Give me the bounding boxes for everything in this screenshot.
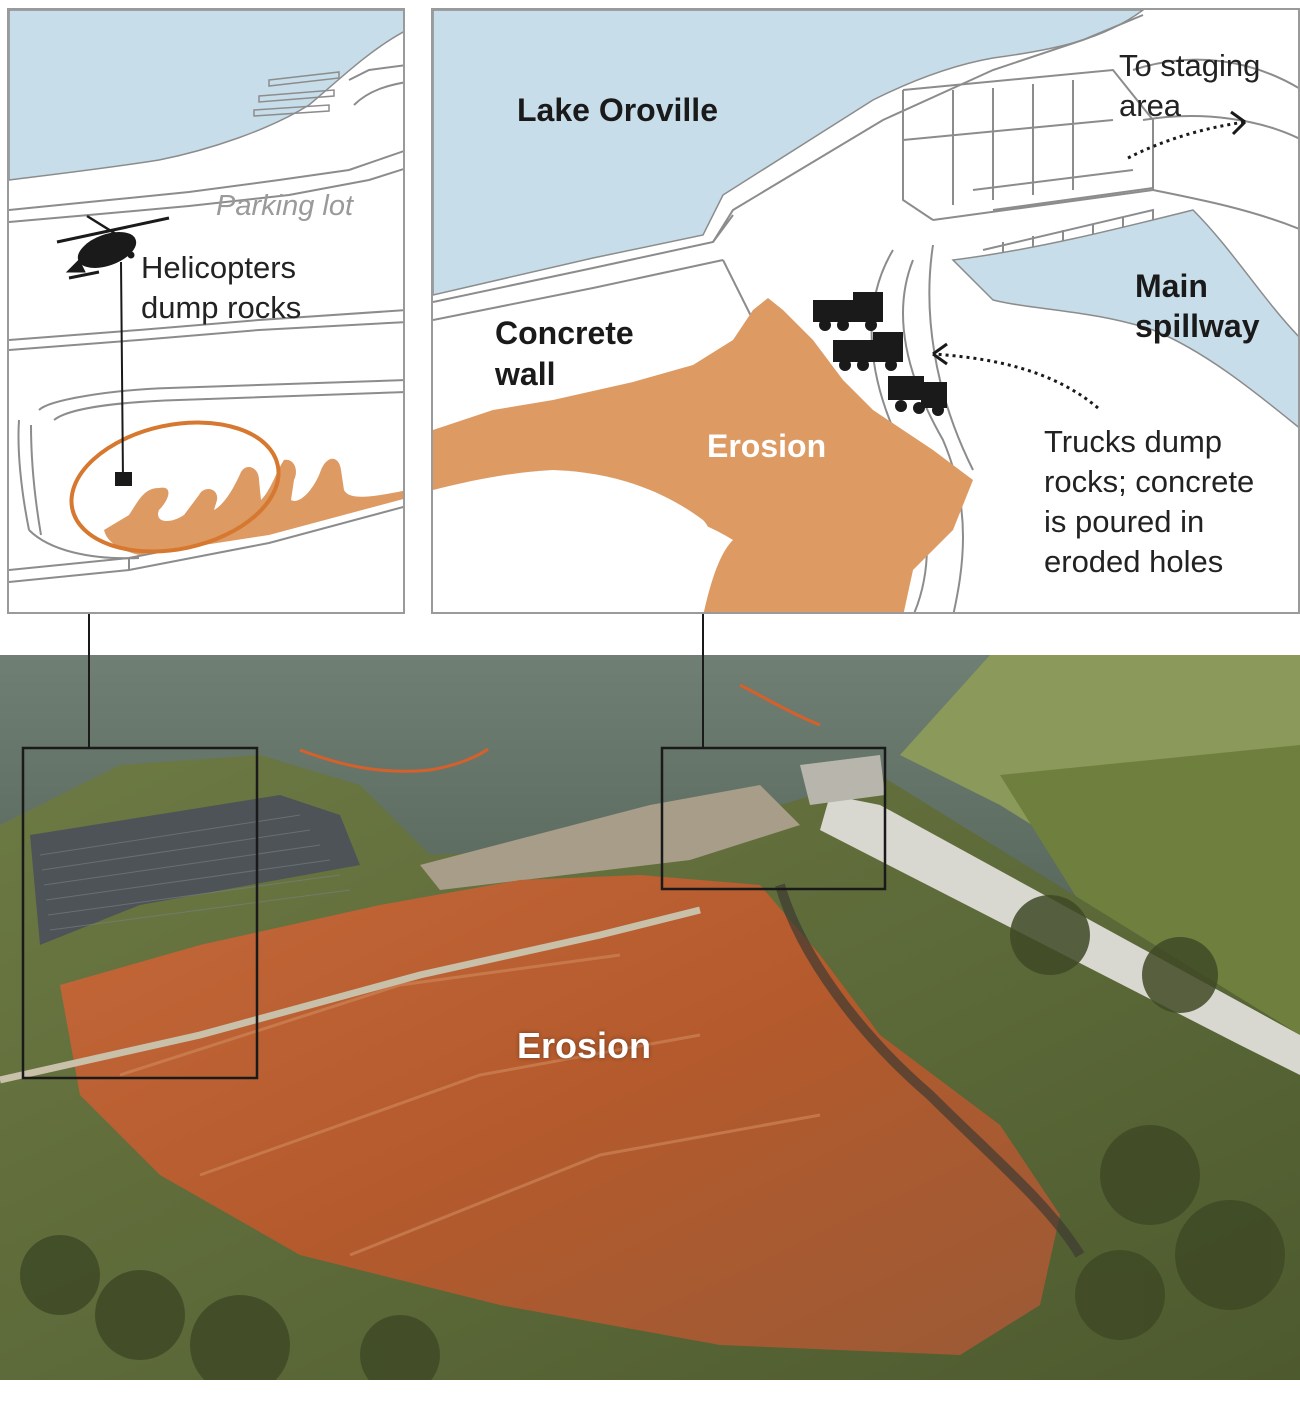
access-road (0, 906, 701, 1084)
wall-label-line1: Concrete (495, 315, 634, 351)
staging-label-line2: area (1119, 88, 1182, 123)
spillway-water (951, 209, 1298, 428)
spillway-label-line1: Main (1135, 268, 1208, 304)
helicopter-label-line2: dump rocks (141, 290, 302, 325)
parking-lot-label: Parking lot (216, 190, 354, 222)
spillway-inset-box (660, 746, 887, 891)
lake-label: Lake Oroville (517, 92, 718, 128)
erosion-diagram-label: Erosion (707, 428, 827, 464)
erosion-area (433, 298, 973, 612)
aerial-photo-illustration (0, 655, 1300, 1380)
parking-lot (30, 795, 360, 945)
spillway-gates (800, 755, 885, 805)
staging-area-arrow (1127, 120, 1246, 160)
helicopter-icon (56, 214, 170, 280)
staging-label-line1: To staging (1119, 48, 1261, 83)
helicopter-label-line1: Helicopters (141, 250, 297, 285)
lake-water (9, 10, 403, 181)
helicopter-diagram-illustration (9, 10, 403, 583)
truck-icon (833, 332, 903, 371)
drop-zone-ellipse (69, 420, 281, 554)
spillway-diagram-panel: Lake Oroville To staging area Main spill… (431, 8, 1300, 614)
rock-bucket (115, 472, 132, 486)
wall-label-line2: wall (495, 356, 556, 392)
parking-lot-inset-box (21, 746, 259, 1080)
exposed-rock-area (433, 470, 709, 612)
erosion-photo-label: Erosion (517, 1025, 652, 1066)
helicopter-diagram-panel: Parking lot Helicopters dump rocks (7, 8, 405, 614)
trucks-label-line2: rocks; concrete (1044, 464, 1255, 499)
truck-icons (813, 292, 947, 416)
erosion-zone (60, 875, 1060, 1355)
spillway-label-line2: spillway (1135, 308, 1260, 344)
dam-face (420, 785, 800, 890)
erosion-area (104, 458, 403, 555)
spillway-diagram-illustration (433, 10, 1298, 612)
trucks-arrow (932, 352, 1099, 410)
trucks-label-line3: is poured in (1044, 504, 1205, 539)
trucks-label-line1: Trucks dump (1044, 424, 1223, 459)
trucks-label-line4: eroded holes (1044, 544, 1224, 579)
truck-icon (888, 376, 947, 416)
sling-line (120, 261, 124, 481)
aerial-photo: Erosion (0, 655, 1300, 1380)
erosion-gully (775, 883, 1085, 1258)
truck-icon (813, 292, 883, 331)
tree-cover (20, 895, 1285, 1380)
parking-lot-outline (9, 64, 403, 583)
docks (253, 71, 340, 117)
